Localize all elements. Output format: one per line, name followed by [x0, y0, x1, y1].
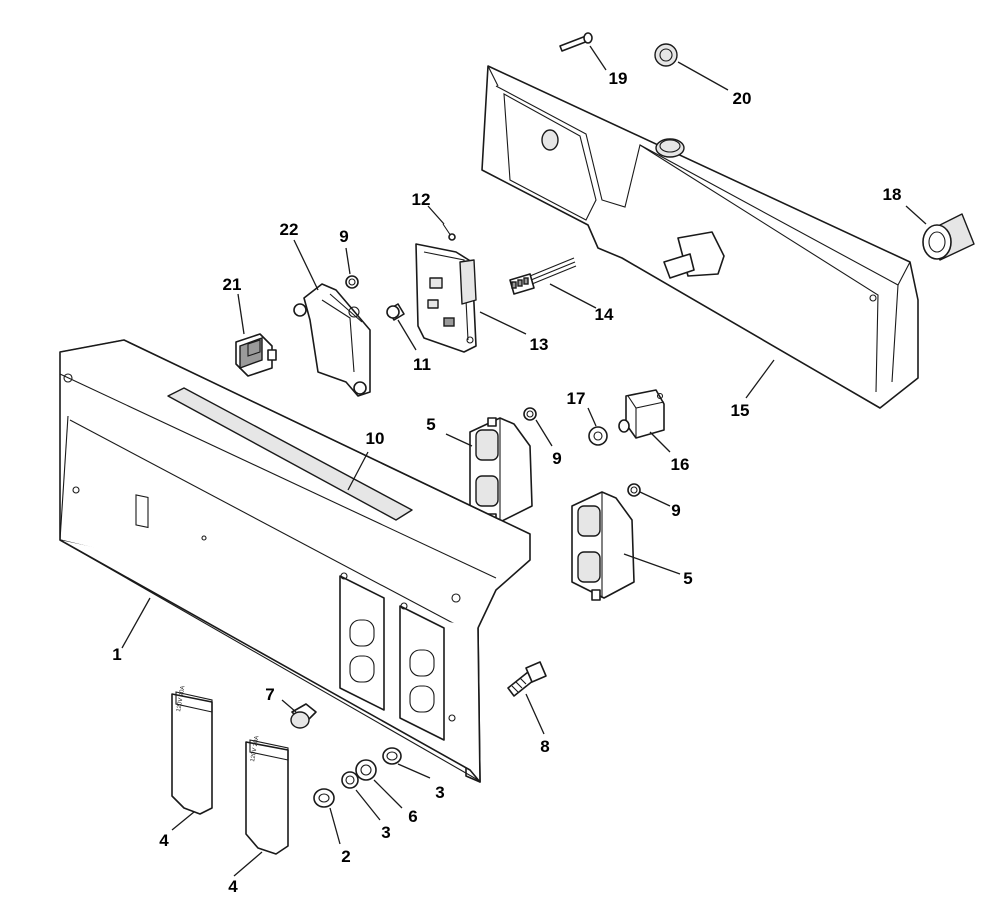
callout-4: 4 [228, 877, 238, 896]
washer [341, 771, 359, 789]
screw [559, 32, 593, 52]
callout-1: 1 [112, 645, 121, 664]
wire-harness-connector [509, 257, 577, 295]
lock-nut [355, 759, 377, 781]
duplex-receptacle [469, 417, 533, 525]
circuit-board [415, 243, 477, 353]
callout-7: 7 [265, 685, 274, 704]
callout-12: 12 [412, 190, 431, 209]
grommet-small [654, 43, 678, 67]
mounting-bracket [293, 283, 371, 397]
washer [382, 747, 402, 765]
rear-housing [481, 65, 919, 409]
callout-13: 13 [530, 335, 549, 354]
circuit-breaker [618, 389, 665, 439]
small-screw [442, 223, 456, 241]
leader-lines [121, 45, 927, 877]
callout-5: 5 [426, 415, 435, 434]
callout-15: 15 [731, 401, 750, 420]
outlet-cover: 120V 20A [245, 735, 289, 855]
callout-16: 16 [671, 455, 690, 474]
control-panel [59, 339, 531, 783]
callout-19: 19 [609, 69, 628, 88]
rocker-switch [235, 333, 277, 377]
indicator-cap [290, 703, 317, 729]
callout-14: 14 [595, 305, 614, 324]
grommet-large [922, 213, 975, 261]
duplex-receptacle [571, 491, 635, 601]
callout-3: 3 [381, 823, 390, 842]
outlet-cover: 120V 20A [171, 685, 213, 815]
nut [313, 788, 335, 808]
callout-9: 9 [552, 449, 561, 468]
spacer [386, 303, 405, 321]
washer [588, 426, 608, 446]
nut [345, 275, 359, 289]
callouts: 1 2 3 3 4 4 5 5 6 7 8 9 9 9 10 11 12 13 … [112, 69, 901, 896]
outlet-cover-label: 120V 20A [176, 685, 186, 712]
callout-4: 4 [159, 831, 169, 850]
callout-3: 3 [435, 783, 444, 802]
callout-21: 21 [223, 275, 242, 294]
callout-6: 6 [408, 807, 417, 826]
outlet-cover-label: 120V 20A [250, 735, 260, 762]
bolt [507, 661, 547, 697]
nut [523, 407, 537, 421]
callout-17: 17 [567, 389, 586, 408]
callout-5: 5 [683, 569, 692, 588]
callout-22: 22 [280, 220, 299, 239]
callout-9: 9 [339, 227, 348, 246]
callout-9: 9 [671, 501, 680, 520]
callout-10: 10 [366, 429, 385, 448]
callout-8: 8 [540, 737, 549, 756]
nut [627, 483, 641, 497]
callout-11: 11 [413, 355, 431, 374]
callout-20: 20 [733, 89, 752, 108]
callout-2: 2 [341, 847, 350, 866]
callout-18: 18 [883, 185, 902, 204]
